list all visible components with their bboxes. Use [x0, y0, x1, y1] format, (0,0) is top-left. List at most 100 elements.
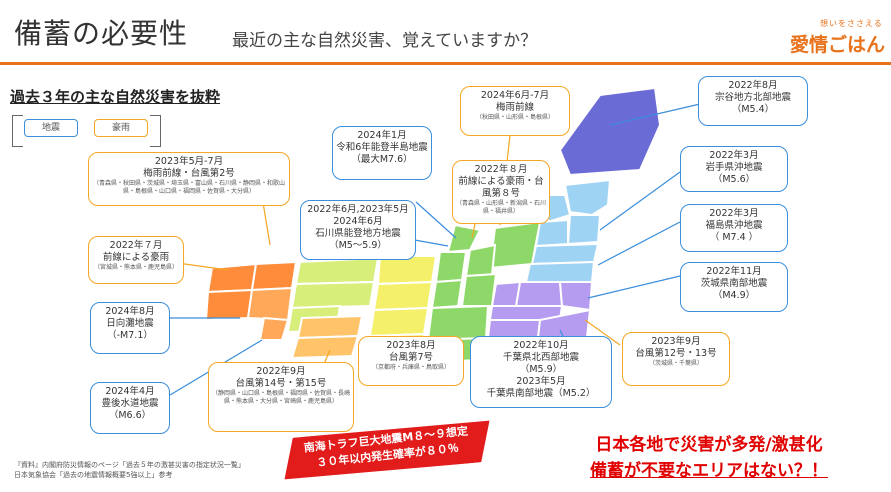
callout-date: 2023年9月 [651, 336, 701, 347]
callout-detail: （青森県・山形県・新潟県・石川県・福井県） [455, 200, 546, 215]
callout-event: 台風第12号・13号 [635, 348, 717, 359]
legend-earthquake: 地震 [24, 119, 78, 137]
callout-magnitude: （M5.4） [731, 104, 775, 115]
callout-magnitude: （M5～5.9） [329, 240, 387, 251]
brand-tagline: 想いをささえる [820, 19, 883, 28]
callout-rain-2022-aug: 2022年８月 前線による豪雨・台 風第８号 （青森県・山形県・新潟県・石川県・… [452, 160, 550, 224]
callout-quake-fukushima: 2022年3月 福島県沖地震 （ M7.4 ） [680, 204, 788, 252]
map-iwate [566, 214, 602, 246]
map-tochigi [514, 281, 564, 307]
callout-quake-bungo: 2024年4月 豊後水道地震 （M6.6） [90, 382, 170, 434]
callout-rain-2024-jun-jul: 2024年6月-7月 梅雨前線 （秋田県・山形県・島根県） [460, 86, 570, 136]
map-kumamoto [204, 288, 254, 322]
callout-magnitude: （-M7.1） [107, 330, 153, 341]
callout-date: 2022年3月 [709, 150, 759, 161]
map-gunma [490, 280, 522, 307]
callout-event-2: 風第８号 [481, 188, 520, 199]
page-subtitle: 最近の主な自然災害、覚えていますか？ [232, 31, 538, 51]
callout-magnitude: （M6.6） [108, 410, 152, 421]
page-title: 備蓄の必要性 [14, 17, 189, 50]
callout-event: 台風第7号 [388, 352, 434, 363]
callout-typhoon-12-13: 2023年9月 台風第12号・13号 （茨城県・千葉県） [622, 332, 730, 386]
source-footnote: 『資料』内閣府防災情報のページ「過去５年の激甚災害の指定状況一覧」 日本気象協会… [14, 460, 245, 480]
callout-quake-soya: 2022年8月 宗谷地方北部地震 （M5.4） [698, 76, 808, 126]
callout-event: 豊後水道地震 [101, 398, 159, 409]
callout-detail: （宮城県・熊本県・鹿児島県） [93, 264, 178, 271]
map-nara [368, 306, 430, 338]
callout-event-2: 千葉県南部地震（M5.2） [486, 388, 596, 399]
map-niigata [488, 220, 542, 270]
callout-rain-2022-jul: 2022年７月 前線による豪雨 （宮城県・熊本県・鹿児島県） [88, 236, 184, 284]
callout-date: 2022年3月 [709, 208, 759, 219]
callout-magnitude: （最大M7.6） [351, 154, 413, 165]
callout-magnitude: （M5.6） [712, 174, 756, 185]
map-ibaraki [558, 281, 594, 312]
callout-quake-chiba: 2022年10月 千葉県北西部地震 （M5.9） 2023年5月 千葉県南部地震… [470, 336, 612, 408]
map-kyoto [376, 255, 438, 286]
map-oita [250, 260, 298, 292]
callout-detail: （青森県・秋田県・茨城県・埼玉県・富山県・石川県・静岡県・和歌山県・島根県・山口… [92, 180, 285, 195]
map-miyazaki [246, 286, 294, 322]
callout-quake-hyuganada: 2024年8月 日向灘地震 （-M7.1） [90, 302, 170, 354]
warning-line-1: 日本各地で災害が多発/激甚化 [595, 435, 823, 455]
callout-date: 2022年７月 [109, 240, 163, 251]
map-aomori [563, 178, 612, 217]
callout-event: 令和6年能登半島地震 [336, 142, 428, 153]
map-fukui [434, 251, 468, 284]
map-miyagi [530, 242, 600, 266]
callout-magnitude: （M5.9） [519, 364, 563, 375]
callout-date: 2024年8月 [105, 306, 155, 317]
callout-date-2: 2023年5月 [516, 376, 566, 387]
header-divider [0, 62, 891, 65]
callout-date: 2023年8月 [386, 340, 436, 351]
legend-bracket-right [150, 115, 161, 147]
callout-event: 梅雨前線 [495, 102, 534, 113]
callout-date: 2023年5月-7月 [154, 156, 224, 167]
callout-detail: （秋田県・山形県・島根県） [475, 114, 554, 121]
callout-rain-2023-may-jul: 2023年5月-7月 梅雨前線・台風第2号 （青森県・秋田県・茨城県・埼玉県・富… [88, 152, 290, 206]
map-nagano [460, 272, 498, 307]
callout-event: 前線による豪雨・台 [458, 176, 544, 187]
callout-event: 千葉県北西部地震 [502, 352, 579, 363]
callout-date: 2022年6月,2023年5月 [307, 204, 409, 215]
callout-quake-iwate: 2022年3月 岩手県沖地震 （M5.6） [680, 146, 788, 192]
warning-line-2: 備蓄が不要なエリアはない？！ [590, 461, 828, 481]
footnote-line-2: 日本気象協会「過去の地震情報概要5強以上」参考 [14, 471, 173, 479]
callout-date: 2022年８月 [474, 164, 528, 175]
map-okayama [290, 280, 376, 310]
callout-event: 日向灘地震 [106, 318, 154, 329]
callout-quake-ishikawa-noto-region: 2022年6月,2023年5月 2024年6月 石川県能登地方地震 （M5～5.… [300, 200, 416, 260]
callout-date: 2022年10月 [513, 340, 569, 351]
map-kochi [290, 334, 360, 360]
callout-event: 宗谷地方北部地震 [714, 92, 791, 103]
legend-heavy-rain: 豪雨 [94, 119, 148, 137]
map-fukushima [524, 260, 596, 283]
legend-bracket-left [12, 115, 23, 147]
map-kagawa [296, 314, 364, 340]
callout-typhoon-7: 2023年8月 台風第7号 （京都府・兵庫県・鳥取県） [358, 336, 464, 386]
callout-date: 2024年1月 [357, 130, 407, 141]
callout-detail: （静岡県・山口県・島根県・福岡県・佐賀県・長崎県・熊本県・大分県・宮崎県・鹿児島… [211, 390, 350, 405]
callout-magnitude: （ M7.4 ） [709, 232, 759, 243]
brand-logo: 愛情ごはん [790, 34, 886, 56]
callout-date-2: 2024年6月 [333, 216, 383, 227]
callout-quake-noto-peninsula: 2024年1月 令和6年能登半島地震 （最大M7.6） [332, 126, 432, 180]
warning-message: 日本各地で災害が多発/激甚化 備蓄が不要なエリアはない？！ [590, 432, 828, 484]
callout-detail: （茨城県・千葉県） [648, 360, 703, 367]
callout-magnitude: （M4.9） [712, 290, 756, 301]
callout-date: 2022年11月 [706, 266, 762, 277]
callout-event: 台風第14号・第15号 [235, 378, 327, 389]
map-shizuoka [426, 304, 490, 342]
callout-date: 2024年4月 [105, 386, 155, 397]
callout-date: 2022年8月 [728, 80, 778, 91]
callout-date: 2024年6月-7月 [480, 90, 550, 101]
map-gifu [430, 278, 464, 310]
callout-detail: （京都府・兵庫県・鳥取県） [371, 364, 450, 371]
map-kagoshima [258, 316, 290, 341]
section-title: 過去３年の主な自然災害を抜粋 [10, 88, 221, 106]
map-toyama [464, 243, 497, 278]
callout-event: 前線による豪雨 [102, 252, 170, 263]
callout-event: 茨城県南部地震 [700, 278, 768, 289]
map-tottori [294, 256, 380, 286]
